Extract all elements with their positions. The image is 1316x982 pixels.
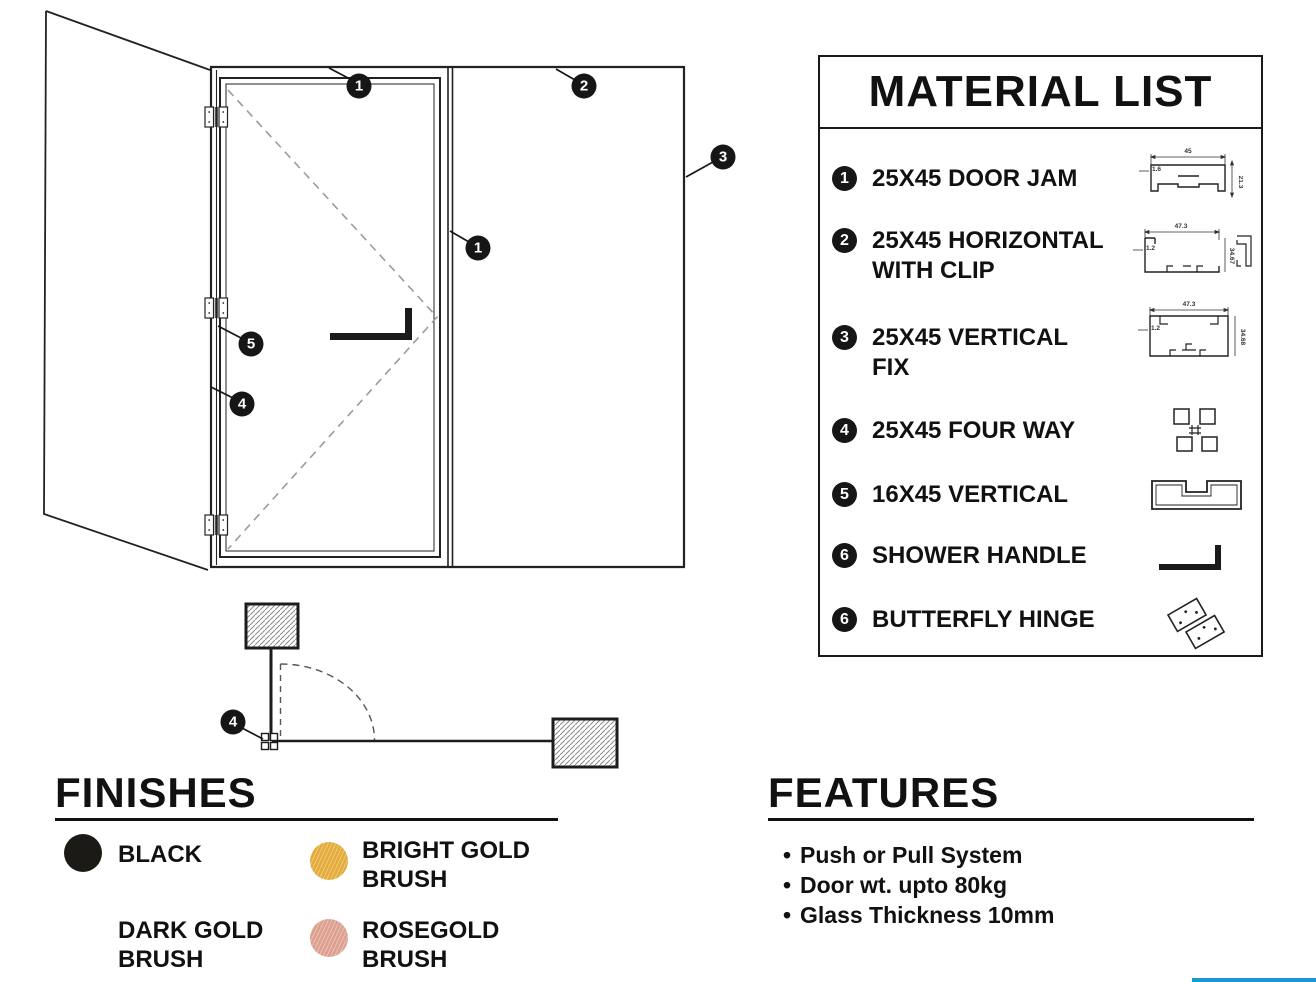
swatch-label-dark-gold: DARK GOLD BRUSH (118, 917, 264, 973)
features-list: • Push or Pull System • Door wt. upto 80… (783, 840, 1054, 930)
swatch-dot-1 (310, 842, 348, 880)
swatch-label-bright-gold: BRIGHT GOLD BRUSH (362, 837, 530, 893)
swatch-dot-2 (64, 919, 102, 957)
16x45-vertical-profile-icon (1151, 480, 1242, 510)
butterfly-hinge-bottom (204, 514, 229, 536)
svg-text:47.3: 47.3 (1183, 301, 1196, 308)
material-row-2: 2 25X45 HORIZONTAL WITH CLIP (832, 226, 1104, 286)
material-list-panel: MATERIAL LIST 1 25X45 DOOR JAM 2 25X45 H… (818, 55, 1263, 657)
svg-text:21.3: 21.3 (1237, 176, 1243, 189)
swatch-label-rosegold: ROSEGOLD BRUSH (362, 917, 500, 973)
callout-top-door-jam: 1 (346, 73, 372, 99)
material-row-4: 4 25X45 FOUR WAY (832, 416, 1075, 446)
vertical-fix-profile-icon: 47.3 1.2 34.68 (1138, 301, 1246, 357)
svg-text:45: 45 (1184, 148, 1192, 155)
svg-text:1.6: 1.6 (1152, 166, 1161, 173)
material-row-5: 5 16X45 VERTICAL (832, 480, 1068, 510)
feature-text: Door wt. upto 80kg (800, 872, 1007, 898)
item-label: 25X45 FOUR WAY (872, 417, 1076, 444)
item-number-badge: 6 (832, 607, 857, 632)
svg-text:5: 5 (247, 336, 255, 353)
wall-block-right (551, 717, 619, 769)
svg-text:1.2: 1.2 (1151, 325, 1160, 332)
svg-text:1.2: 1.2 (1146, 245, 1155, 252)
svg-text:4: 4 (229, 714, 238, 731)
material-row-6: 6 SHOWER HANDLE (832, 541, 1087, 571)
accent-bar (1192, 978, 1316, 982)
door-handle (330, 308, 412, 340)
svg-text:47.3: 47.3 (1175, 223, 1188, 230)
features-title: FEATURES (768, 769, 1000, 816)
item-number-badge: 3 (832, 325, 857, 350)
swatch-dot-3 (310, 919, 348, 957)
item-label: 25X45 VERTICAL FIX (872, 324, 1069, 381)
feature-item: • Push or Pull System (783, 840, 1054, 870)
svg-text:34.67: 34.67 (1228, 248, 1235, 265)
feature-item: • Door wt. upto 80kg (783, 870, 1054, 900)
horizontal-with-clip-profile-icon: 47.3 1.2 34.67 (1133, 223, 1252, 273)
material-row-7: 6 BUTTERFLY HINGE (832, 605, 1095, 635)
item-label: 25X45 HORIZONTAL WITH CLIP (872, 227, 1104, 284)
door-jam-profile-icon: 45 1.6 21.3 (1139, 148, 1243, 199)
item-label: SHOWER HANDLE (872, 542, 1087, 569)
item-number-badge: 5 (832, 482, 857, 507)
feature-text: Glass Thickness 10mm (800, 902, 1055, 928)
technical-drawing: 1 2 3 1 5 (43, 10, 736, 769)
shower-handle-icon (1159, 545, 1221, 570)
material-row-3: 3 25X45 VERTICAL FIX (832, 323, 1068, 383)
callout-four-way: 4 (229, 391, 255, 417)
butterfly-hinge-top (204, 106, 229, 128)
callout-middle-door-jam: 1 (465, 235, 491, 261)
door-swing-dashes (227, 89, 439, 550)
bullet-icon: • (783, 872, 792, 898)
feature-text: Push or Pull System (800, 842, 1023, 868)
svg-text:1: 1 (355, 78, 363, 95)
item-number-badge: 2 (832, 228, 857, 253)
finishes-underline (55, 818, 558, 821)
butterfly-hinge-icon (1166, 597, 1226, 650)
callout-four-way-plan: 4 (220, 709, 246, 735)
item-label: 16X45 VERTICAL (872, 481, 1069, 508)
side-wall (43, 10, 211, 571)
door-swing-arc (280, 663, 376, 741)
material-list-title: MATERIAL LIST (820, 57, 1261, 129)
features-underline (768, 818, 1254, 821)
item-label: BUTTERFLY HINGE (872, 606, 1095, 633)
svg-text:1: 1 (474, 240, 482, 257)
swatch-label-black: BLACK (118, 841, 202, 868)
item-number-badge: 4 (832, 418, 857, 443)
svg-text:3: 3 (719, 149, 727, 166)
four-way-connector-icon (1173, 408, 1218, 452)
material-row-1: 1 25X45 DOOR JAM (832, 164, 1077, 194)
four-way-connector-plan (260, 732, 279, 751)
callout-horizontal-clip: 2 (571, 73, 597, 99)
elevation-drawing: 1 2 3 1 5 (43, 10, 736, 571)
unit-frame (209, 65, 686, 569)
plan-view-drawing: 4 (220, 602, 619, 769)
svg-text:4: 4 (238, 396, 247, 413)
item-number-badge: 1 (832, 166, 857, 191)
bullet-icon: • (783, 902, 792, 928)
bullet-icon: • (783, 842, 792, 868)
callout-16x45-vertical: 5 (238, 331, 264, 357)
butterfly-hinge-middle (204, 297, 229, 319)
finishes-title: FINISHES (55, 769, 257, 816)
wall-block-top (244, 602, 300, 650)
callout-leaders (210, 67, 714, 399)
swatch-dot-0 (64, 834, 102, 872)
feature-item: • Glass Thickness 10mm (783, 900, 1054, 930)
callout-vertical-fix: 3 (710, 144, 736, 170)
svg-text:2: 2 (580, 78, 588, 95)
item-number-badge: 6 (832, 543, 857, 568)
svg-text:34.68: 34.68 (1239, 329, 1246, 346)
item-label: 25X45 DOOR JAM (872, 165, 1078, 192)
